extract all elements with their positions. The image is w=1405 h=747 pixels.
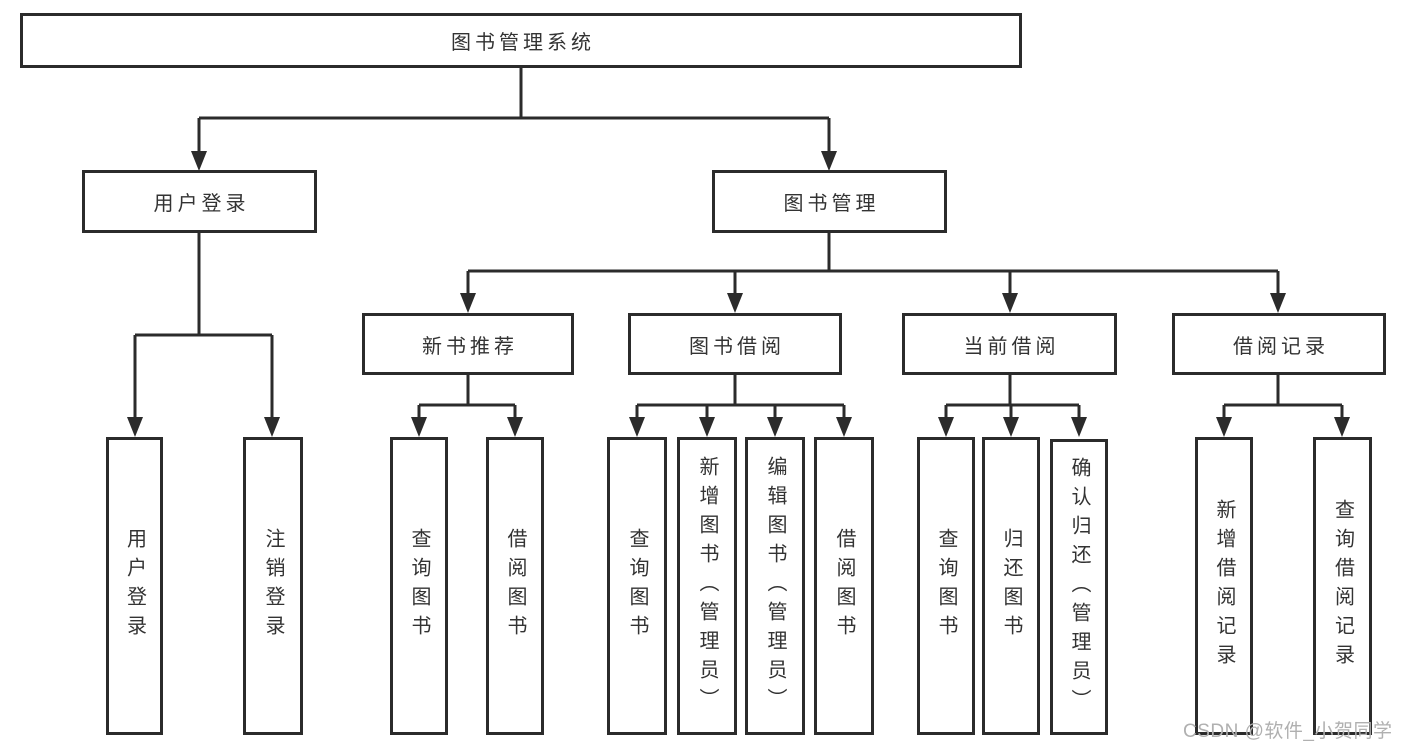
- leaf-query-books-current: 查询图书: [917, 437, 975, 735]
- leaf-edit-books-admin: 编辑图书（管理员）: [745, 437, 805, 735]
- node-current-borrowing: 当前借阅: [902, 313, 1117, 375]
- node-new-book-recommendation: 新书推荐: [362, 313, 574, 375]
- leaf-query-books-recommend: 查询图书: [390, 437, 448, 735]
- node-borrowing-records: 借阅记录: [1172, 313, 1386, 375]
- leaf-user-login: 用户登录: [106, 437, 163, 735]
- node-book-borrowing: 图书借阅: [628, 313, 842, 375]
- leaf-query-borrow-record: 查询借阅记录: [1313, 437, 1372, 735]
- leaf-return-books: 归还图书: [982, 437, 1040, 735]
- leaf-add-books-admin: 新增图书（管理员）: [677, 437, 737, 735]
- node-user-login: 用户登录: [82, 170, 317, 233]
- leaf-borrow-books-recommend: 借阅图书: [486, 437, 544, 735]
- leaf-add-borrow-record: 新增借阅记录: [1195, 437, 1253, 735]
- csdn-watermark: CSDN @软件_小贺同学: [1183, 721, 1393, 742]
- leaf-logout: 注销登录: [243, 437, 303, 735]
- leaf-borrow-books: 借阅图书: [814, 437, 874, 735]
- node-root-library-system: 图书管理系统: [20, 13, 1022, 68]
- leaf-confirm-return-admin: 确认归还（管理员）: [1050, 439, 1108, 735]
- node-book-management: 图书管理: [712, 170, 947, 233]
- arrowheads: [127, 151, 1350, 437]
- leaf-query-books-borrow: 查询图书: [607, 437, 667, 735]
